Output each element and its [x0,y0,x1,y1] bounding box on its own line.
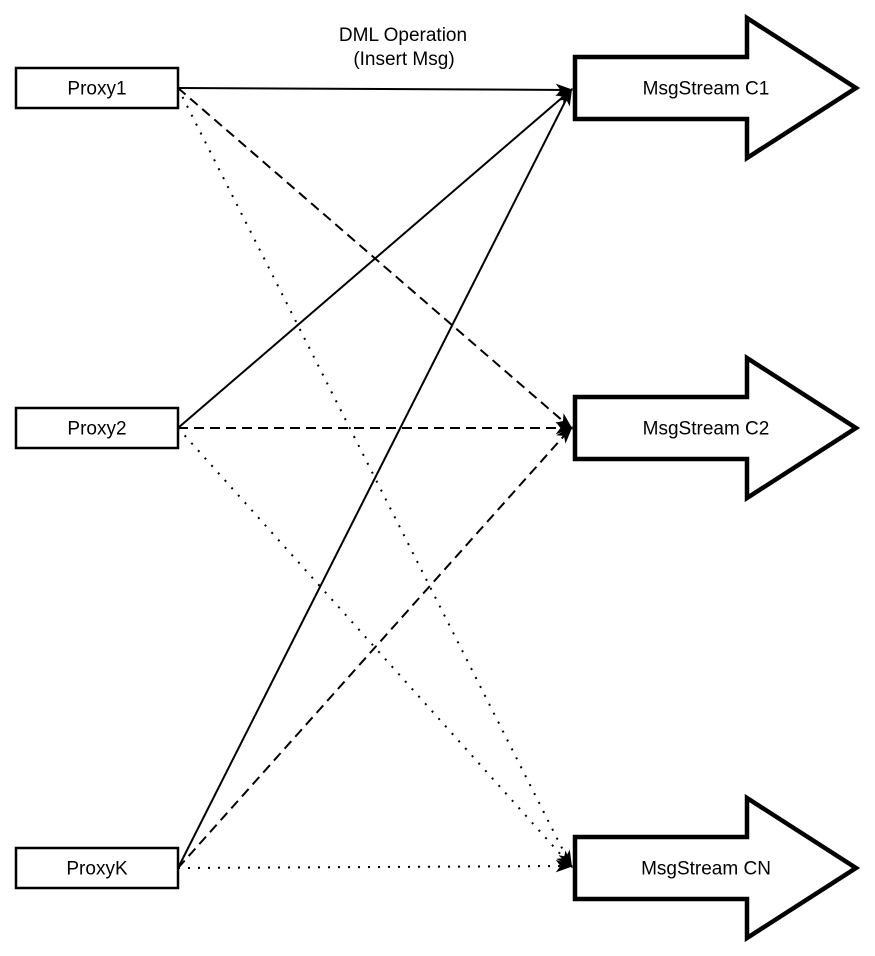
proxy2-label: Proxy2 [67,419,126,440]
edges-layer [177,83,574,873]
proxy1-node: Proxy1 [14,66,180,110]
stream-cn-node: MsgStream CN [572,793,861,943]
stream-c2-node: MsgStream C2 [572,353,861,503]
stream-c1-node: MsgStream C1 [572,13,861,163]
dml-annotation-line2: (Insert Msg) [353,49,454,70]
proxy2-node: Proxy2 [14,406,180,450]
edge-proxyk-c2 [177,425,573,869]
edge-proxyk-c1 [177,87,573,869]
stream-cn-arrow-shape [572,793,861,943]
dml-annotation-line1: DML Operation [339,25,467,46]
stream-c1-arrow-shape [572,13,861,163]
proxy1-box [14,66,180,110]
stream-c1-label: MsgStream C1 [643,79,770,100]
stream-cn-label: MsgStream CN [641,859,771,880]
proxyk-box [14,846,180,890]
proxy2-box [14,406,180,450]
stream-c2-label: MsgStream C2 [643,419,770,440]
edge-proxy1-c1 [177,83,574,97]
proxyk-node: ProxyK [14,846,180,890]
proxy1-label: Proxy1 [67,79,126,100]
proxyk-label: ProxyK [66,859,128,880]
stream-c2-arrow-shape [572,353,861,503]
edge-proxy2-cn [177,427,573,869]
edge-proxyk-cn [177,859,574,873]
edge-proxy1-c2 [177,87,574,430]
